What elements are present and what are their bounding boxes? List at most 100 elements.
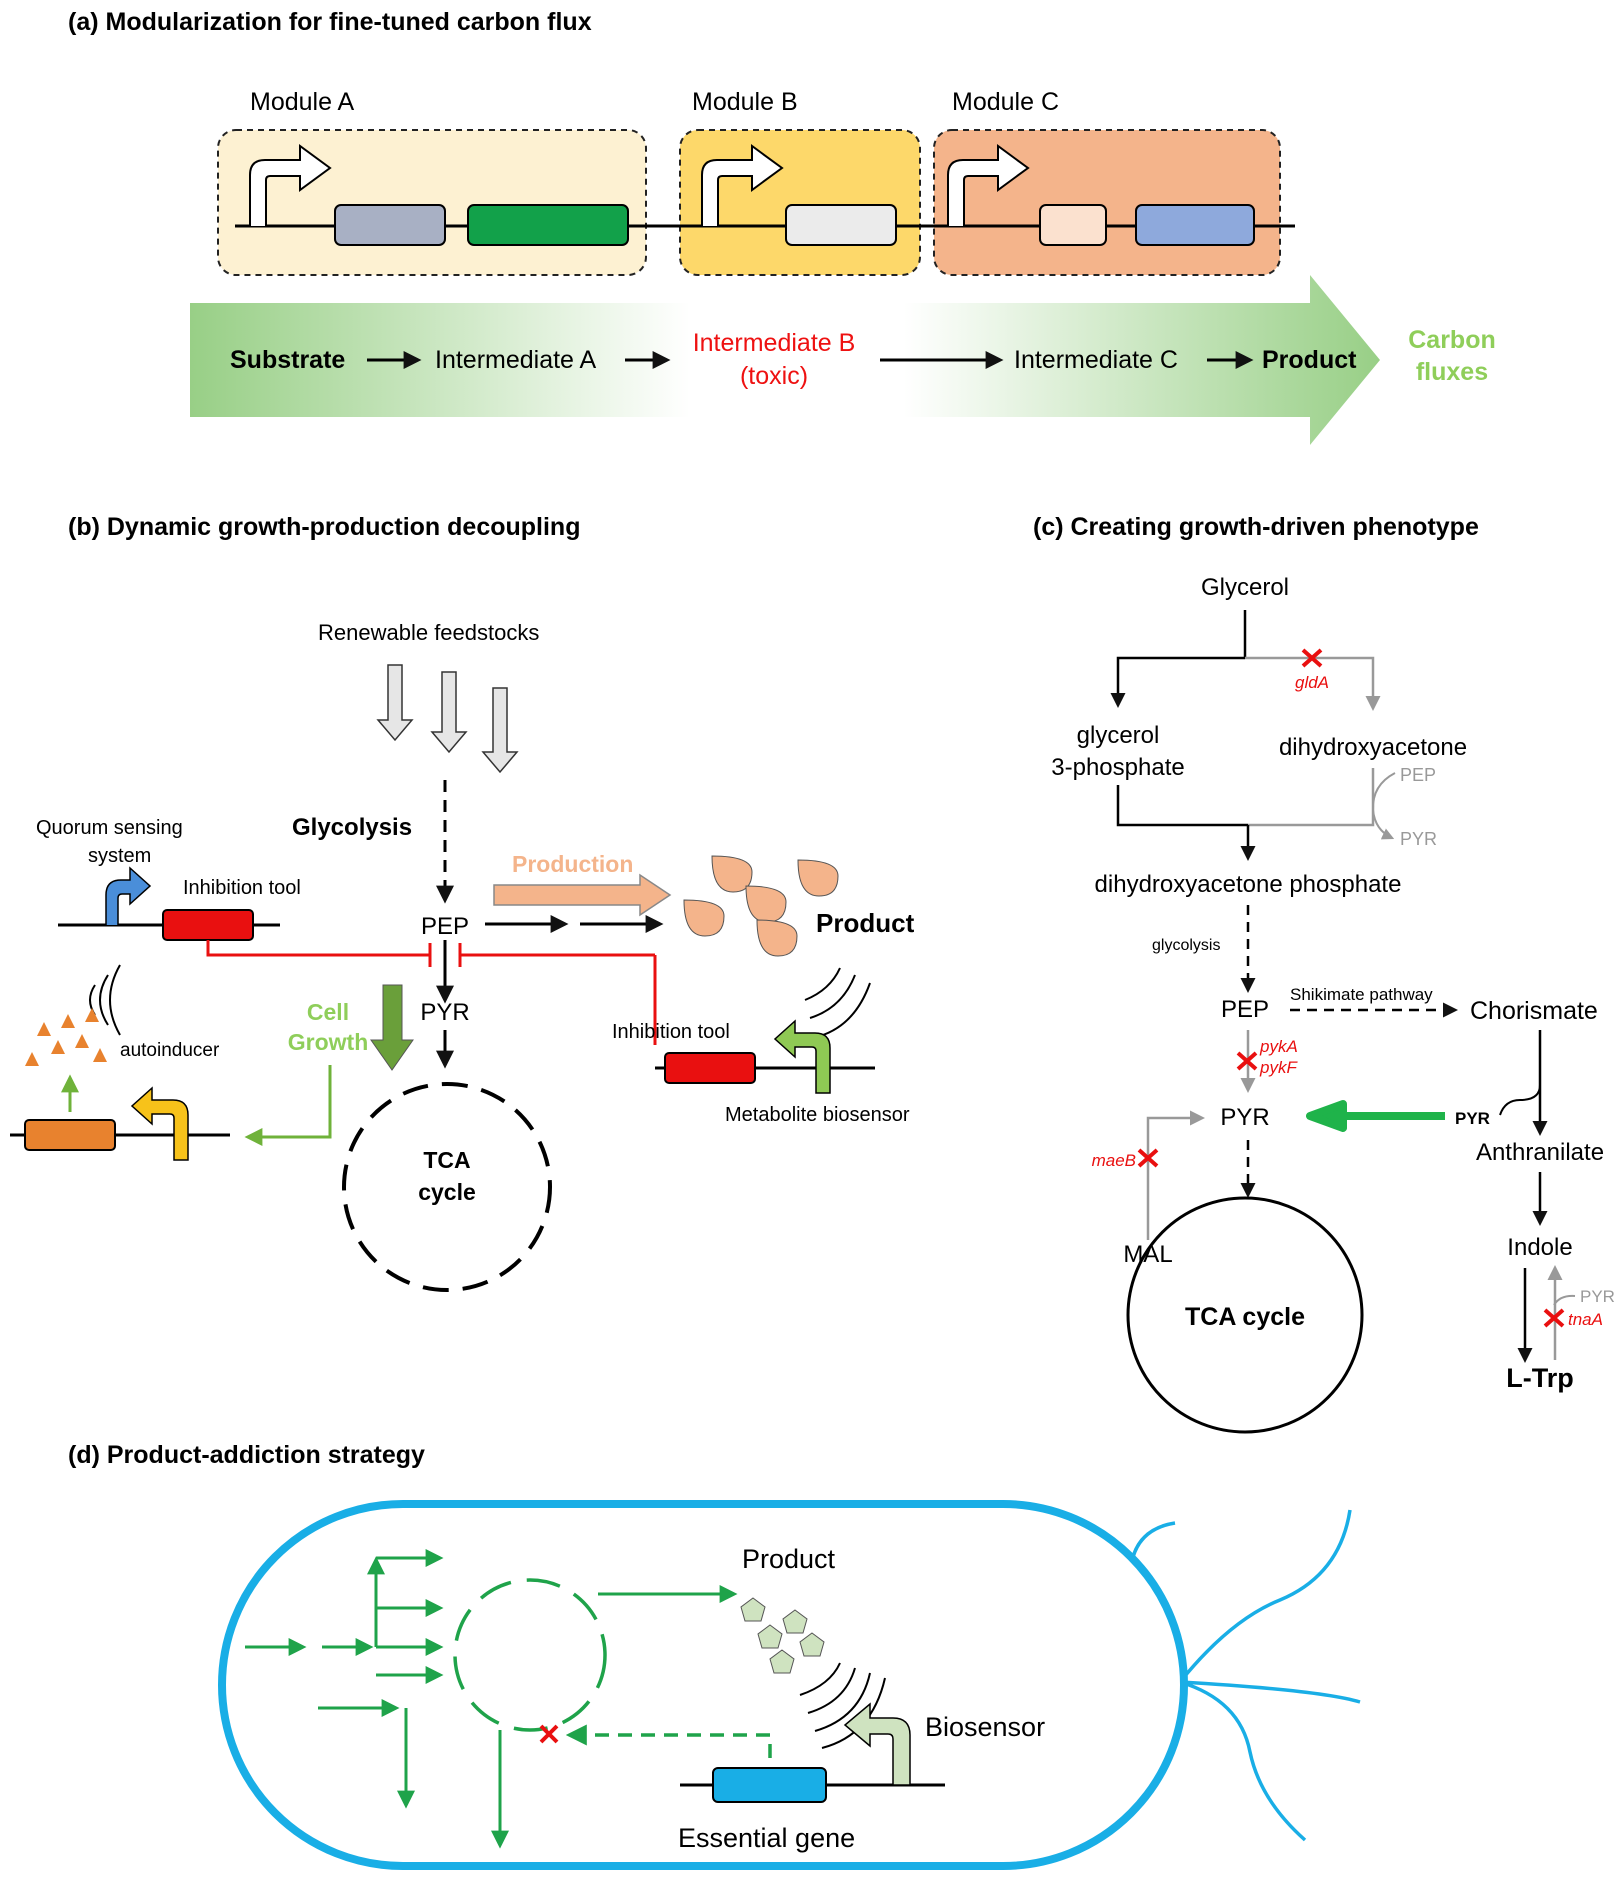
arrow-glycerol-to-g3p (1110, 656, 1245, 708)
product-drop-2 (745, 885, 787, 923)
product-label-d: Product (742, 1544, 836, 1574)
feedstock-arrow-1 (376, 664, 414, 742)
knockout-pyk-icon (1236, 1051, 1258, 1071)
production-arrow (493, 873, 672, 917)
product-signal-wave-d-1 (799, 1662, 841, 1696)
panel-d: (d) Product-addiction strategy Product B… (68, 1441, 1361, 1870)
autoinducer-triangle (75, 1034, 89, 1048)
pyr-bold-label: PYR (1455, 1109, 1490, 1128)
product-drop-5 (756, 919, 798, 957)
shikimate-label: Shikimate pathway (1290, 985, 1433, 1004)
growth-promoter-icon (130, 1086, 189, 1161)
inhibition-line-left (206, 940, 430, 957)
promoter-c-icon (947, 144, 1030, 226)
anthranilate-label: Anthranilate (1476, 1139, 1604, 1166)
tca-cycle-circle-c (1126, 1196, 1364, 1434)
product-pentagon (782, 1609, 808, 1634)
knockout-maeb-icon (1137, 1148, 1159, 1168)
autoinducer-triangle (51, 1040, 65, 1054)
pyka-label: pykA (1259, 1037, 1298, 1056)
panel-c-title: (c) Creating growth-driven phenotype (1033, 513, 1479, 541)
knockout-tnaa-icon (1543, 1308, 1565, 1328)
chorismate-label: Chorismate (1470, 997, 1598, 1025)
product-signal-wave-d-2 (807, 1667, 856, 1714)
knockout-glda-icon (1301, 648, 1323, 668)
tca-label-b-line2: cycle (418, 1179, 476, 1205)
intermediate-c-label: Intermediate C (1014, 346, 1178, 374)
glycerol-3-phosphate-line2: 3-phosphate (1051, 754, 1184, 781)
product-drop-3 (797, 859, 839, 897)
promoter-a-icon (249, 144, 332, 226)
product-pentagon (769, 1649, 795, 1674)
pep-label-b: PEP (421, 913, 469, 940)
quorum-label-line2: system (88, 845, 151, 867)
renewable-feedstocks-label: Renewable feedstocks (318, 620, 539, 645)
module-a-label: Module A (250, 88, 355, 116)
autoinducer-synthase-gene (24, 1119, 116, 1151)
inhibition-tool-right-gene (664, 1052, 756, 1084)
gene-b1 (785, 204, 897, 246)
gene-a1 (334, 204, 446, 246)
central-metabolism-circle (453, 1578, 607, 1732)
inhibition-tool-left-label: Inhibition tool (183, 877, 301, 899)
biosensor-label: Biosensor (925, 1712, 1045, 1742)
cell-outline (218, 1500, 1188, 1870)
pyr-label-b: PYR (420, 999, 469, 1026)
dha-pep-pyr-curve (1371, 772, 1396, 840)
intermediate-b-toxic: (toxic) (740, 362, 808, 390)
feedstock-arrow-2 (430, 671, 468, 754)
promoter-b-icon (701, 144, 784, 226)
panel-a: (a) Modularization for fine-tuned carbon… (68, 8, 1496, 445)
product-label-b: Product (816, 908, 915, 938)
module-a-box (217, 129, 647, 276)
glycolysis-label-c: glycolysis (1152, 937, 1220, 954)
gene-c2 (1135, 204, 1255, 246)
dhap-label: dihydroxyacetone phosphate (1095, 871, 1402, 898)
gene-c1 (1039, 204, 1107, 246)
autoinducer-label: autoinducer (120, 1040, 220, 1061)
signal-wave-3 (109, 964, 121, 1036)
product-pentagon (740, 1597, 766, 1622)
autoinducer-triangle (37, 1022, 51, 1036)
biosensor-promoter-icon (843, 1702, 911, 1786)
cell-growth-line2: Growth (288, 1029, 369, 1055)
inhibition-tool-right-label: Inhibition tool (612, 1021, 730, 1043)
autoinducer-triangle (25, 1052, 39, 1066)
product-signal-wave-1 (804, 967, 841, 1001)
panel-b: (b) Dynamic growth-production decoupling… (10, 513, 915, 1292)
pyr-tna-label: PYR (1580, 1287, 1615, 1306)
product-label-a: Product (1262, 346, 1357, 374)
ltrp-label: L-Trp (1506, 1363, 1574, 1393)
production-label: Production (512, 851, 633, 877)
panel-d-title: (d) Product-addiction strategy (68, 1441, 425, 1469)
inhibition-tool-left-gene (162, 909, 254, 941)
essential-gene-box (712, 1767, 827, 1803)
intermediate-a-label: Intermediate A (435, 346, 597, 374)
pyr-tna-curve (1553, 1294, 1576, 1306)
knockout-essential-icon (539, 1724, 559, 1744)
g3p-to-dhap-line (1116, 785, 1248, 827)
quorum-label-line1: Quorum sensing (36, 817, 183, 839)
pep-label-c: PEP (1221, 996, 1269, 1023)
module-c-label: Module C (952, 88, 1059, 116)
essential-gene-label: Essential gene (678, 1823, 855, 1853)
panel-c: (c) Creating growth-driven phenotype Gly… (1033, 513, 1615, 1434)
module-b-label: Module B (692, 88, 798, 116)
dha-to-dhap-line (1248, 768, 1375, 827)
autoinducer-triangle (61, 1014, 75, 1028)
quorum-promoter-icon (105, 866, 152, 925)
panel-b-title: (b) Dynamic growth-production decoupling (68, 513, 580, 541)
carbon-flux-arrow (190, 275, 1380, 445)
arrow-glycerol-to-dha (1245, 656, 1381, 711)
autoinducer-triangle (85, 1008, 99, 1022)
metabolite-biosensor-icon (773, 1019, 831, 1094)
tnaa-label: tnaA (1568, 1310, 1603, 1329)
feedstock-arrow-3 (481, 687, 519, 774)
carbon-fluxes-line1: Carbon (1408, 326, 1496, 354)
tca-label-c: TCA cycle (1185, 1303, 1305, 1331)
product-pentagon (799, 1632, 825, 1657)
pyr-small-label: PYR (1400, 829, 1437, 849)
cell-growth-arrow (370, 984, 414, 1071)
glycerol-3-phosphate-line1: glycerol (1077, 722, 1160, 749)
